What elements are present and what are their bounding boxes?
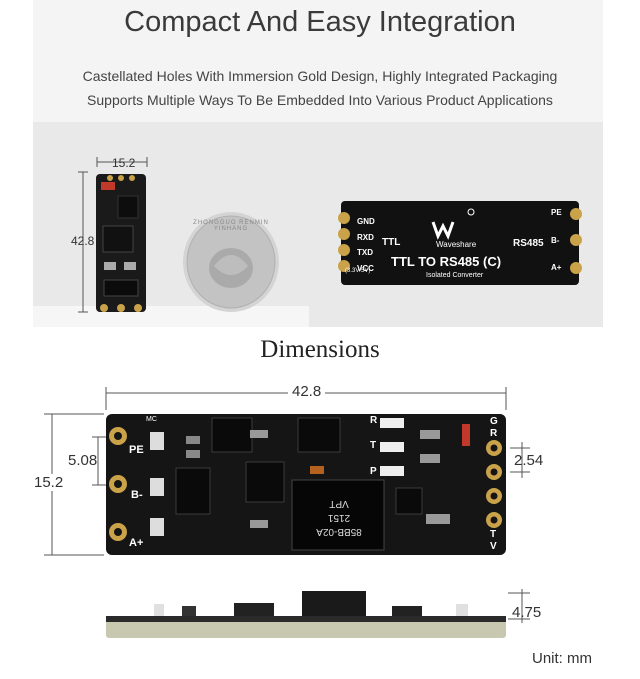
board-ttl-label: TTL xyxy=(382,237,401,248)
silk-mc: MC xyxy=(146,416,157,423)
dim-pad-pitch: 2.54 xyxy=(514,452,544,469)
silk-r: R xyxy=(370,415,378,426)
coin xyxy=(183,212,279,312)
converter-board xyxy=(338,201,582,285)
silk-pe: PE xyxy=(129,444,144,456)
silk-v: V xyxy=(490,541,497,552)
small-height-label: 42.8 xyxy=(71,234,95,248)
dim-pitch: 5.08 xyxy=(68,452,98,469)
silk-b-minus: B- xyxy=(131,489,143,501)
chip-line-3: VPT xyxy=(329,498,349,509)
chip-line-2: 2151 xyxy=(327,512,351,523)
silk-right-gr: G R xyxy=(490,416,498,440)
board-subtitle: Isolated Converter xyxy=(426,272,484,279)
pin-a-plus: A+ xyxy=(551,263,562,272)
small-board xyxy=(78,157,148,313)
pin-pe: PE xyxy=(551,208,562,217)
silk-r-right: R xyxy=(490,428,498,439)
board-title: TTL TO RS485 (C) xyxy=(391,254,502,269)
subtitle-line-1: Castellated Holes With Immersion Gold De… xyxy=(82,68,558,84)
isolation-chip: 85BB-02A 2151 VPT xyxy=(312,496,366,538)
silk-g: G xyxy=(490,416,498,427)
pin-rxd: RXD xyxy=(357,232,374,242)
board-rs485-label: RS485 xyxy=(513,238,544,249)
pin-vcc: VCC xyxy=(357,263,374,273)
chip-line-1: 85BB-02A xyxy=(316,526,362,537)
pin-txd: TXD xyxy=(357,248,373,257)
side-view-board xyxy=(106,589,530,638)
unit-label: Unit: mm xyxy=(532,650,592,667)
header-panel xyxy=(33,0,603,122)
board-brand: Waveshare xyxy=(436,240,477,249)
silk-t: T xyxy=(370,440,377,451)
board-left-pins: GND RXD TXD VCC xyxy=(357,214,375,276)
pin-gnd: GND xyxy=(357,217,375,226)
silk-t-right: T xyxy=(490,529,497,540)
headline: Compact And Easy Integration xyxy=(124,6,516,38)
coin-inscription: ZHONGGUO RENMIN YINHANG xyxy=(193,220,269,232)
dimensions-title: Dimensions xyxy=(260,336,380,363)
dim-thickness: 4.75 xyxy=(512,604,542,621)
pin-b-minus: B- xyxy=(551,236,560,245)
dim-length: 42.8 xyxy=(288,383,326,400)
dim-width: 15.2 xyxy=(34,474,64,491)
silk-p: P xyxy=(370,466,377,477)
top-view-board xyxy=(44,387,530,556)
vcc-note: (3.3V/5V) xyxy=(345,268,371,274)
subtitle-line-2: Supports Multiple Ways To Be Embedded In… xyxy=(87,92,553,108)
silk-right-tv: T V xyxy=(490,529,497,553)
small-width-label: 15.2 xyxy=(112,156,136,170)
silk-a-plus: A+ xyxy=(129,537,144,549)
